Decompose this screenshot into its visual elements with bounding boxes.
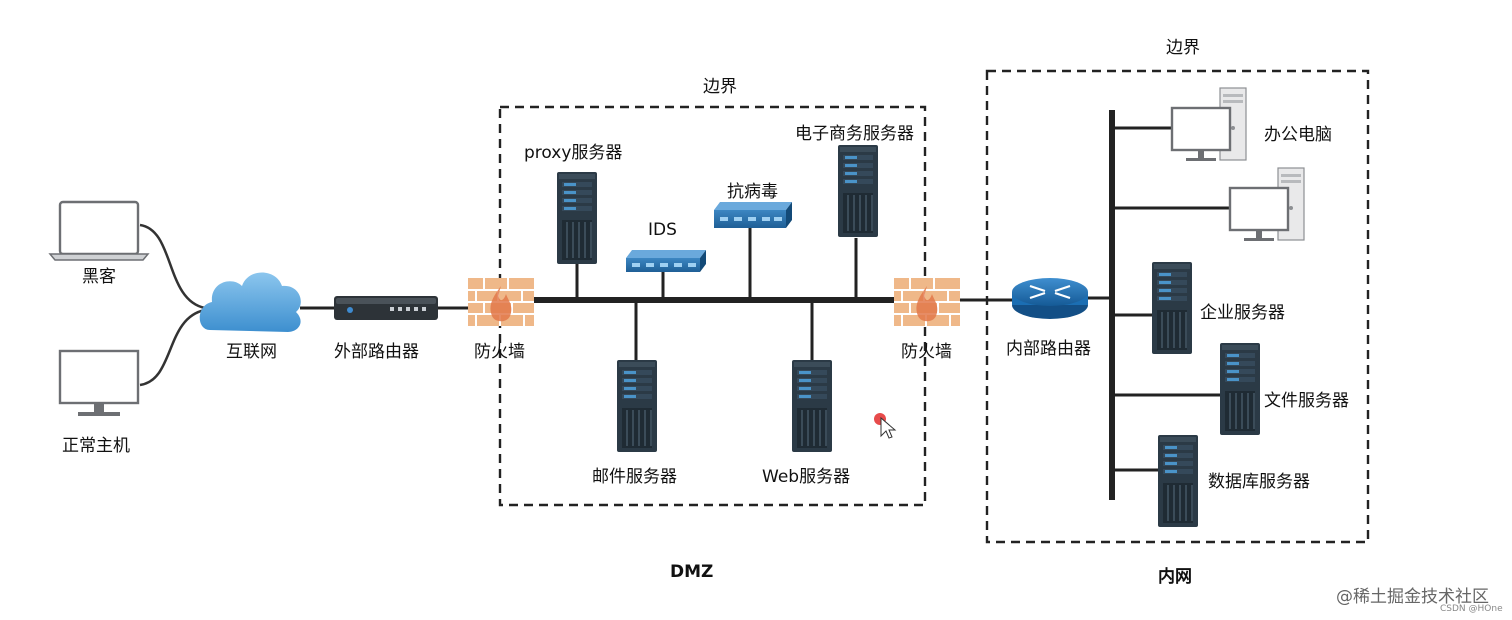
intranet-boundary-label: 边界 (1166, 38, 1200, 58)
firewall-inner-icon (893, 277, 961, 327)
firewall-outer-icon (467, 277, 535, 327)
internal-router-icon (1012, 278, 1088, 319)
office-pc-1-icon (1170, 87, 1247, 163)
links (300, 296, 1112, 310)
intranet-boundary-box (985, 69, 1370, 544)
office-pc-label: 办公电脑 (1264, 125, 1332, 145)
mail-server-label: 邮件服务器 (592, 467, 677, 487)
connection-lines (139, 223, 206, 387)
enterprise-server-label: 企业服务器 (1200, 303, 1285, 323)
firewall-outer-label: 防火墙 (474, 342, 525, 362)
dmz-zone-label: DMZ (670, 562, 714, 582)
proxy-server-label: proxy服务器 (524, 143, 623, 163)
antivirus-label: 抗病毒 (727, 182, 778, 202)
intranet-zone-label: 内网 (1158, 567, 1192, 587)
intranet-branches (1112, 126, 1230, 472)
external-router-label: 外部路由器 (334, 342, 419, 362)
ids-switch-icon (626, 250, 706, 272)
proxy-server-icon (556, 171, 598, 265)
dmz-drops (575, 228, 858, 360)
file-server-icon (1219, 342, 1261, 436)
office-pc-2-icon (1228, 167, 1305, 243)
hacker-laptop-icon (48, 200, 150, 261)
database-server-label: 数据库服务器 (1208, 472, 1310, 492)
ecommerce-server-label: 电子商务服务器 (795, 124, 914, 144)
ids-label: IDS (648, 220, 677, 240)
ecommerce-server-icon (837, 144, 879, 238)
dmz-boundary-label: 边界 (703, 77, 737, 97)
mouse-cursor-icon (874, 413, 897, 439)
internal-router-label: 内部路由器 (1006, 339, 1091, 359)
external-router-icon (334, 296, 438, 320)
watermark-subtext: CSDN @HOne (1440, 604, 1503, 614)
web-server-icon (791, 359, 833, 453)
normal-host-monitor-icon (58, 349, 140, 416)
normal-host-label: 正常主机 (62, 436, 130, 456)
database-server-icon (1157, 434, 1199, 528)
watermark-text: @稀土掘金技术社区 (1336, 587, 1489, 607)
enterprise-server-icon (1151, 261, 1193, 355)
firewall-inner-label: 防火墙 (901, 342, 952, 362)
antivirus-switch-icon (714, 202, 792, 228)
web-server-label: Web服务器 (762, 467, 851, 487)
file-server-label: 文件服务器 (1264, 391, 1349, 411)
mail-server-icon (616, 359, 658, 453)
hacker-label: 黑客 (82, 267, 116, 287)
internet-cloud-icon (199, 272, 301, 332)
internet-label: 互联网 (226, 342, 277, 362)
